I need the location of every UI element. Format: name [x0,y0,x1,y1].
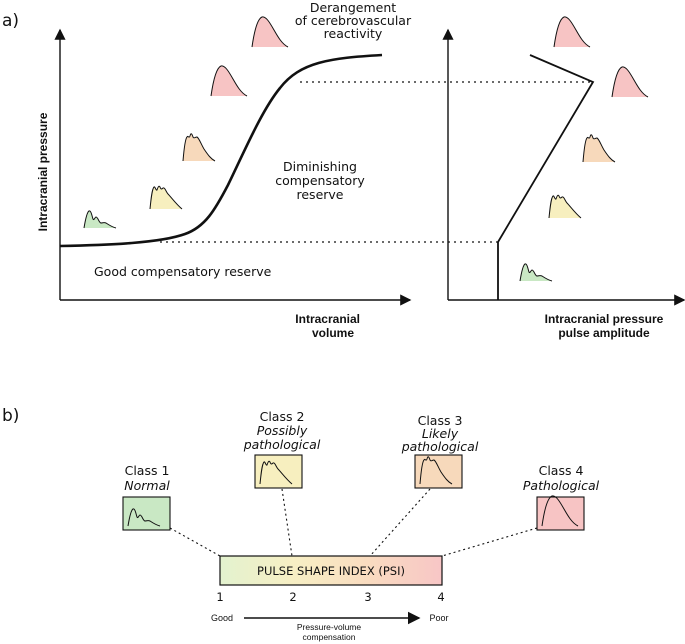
class3-name: Class 3 [418,413,463,428]
derangement-line3: reactivity [324,26,383,41]
class4-desc: Pathological [523,478,600,493]
compensation-line1: Pressure-volume [297,622,362,632]
compensation-line2: compensation [303,632,356,642]
class4-name: Class 4 [539,463,584,478]
class4-connector [441,527,538,557]
class2-name: Class 2 [260,409,305,424]
good-label: Good [211,613,233,623]
diminishing-line1: Diminishing [283,159,357,174]
good-reserve-label: Good compensatory reserve [94,264,272,279]
waveform-class1-left [83,210,117,229]
class1-connector [169,527,221,557]
pressure-volume-curve [59,53,383,248]
class3-box [414,454,463,489]
waveform-class4-left-lower [210,65,248,97]
psi-bar [219,555,443,586]
panel-b-label: b) [2,406,19,426]
class3-connector [369,488,431,557]
waveform-class2-right [548,194,582,219]
waveform-class3-right [582,134,616,163]
class1-box [122,496,171,531]
right-x-label-line1: Intracranial pressure [545,312,664,326]
psi-label: PULSE SHAPE INDEX (PSI) [257,564,405,578]
psi-tick-1: 1 [216,590,223,604]
poor-label: Poor [429,613,448,623]
waveform-class4-left-upper [251,16,289,48]
y-axis-label: Intracranial pressure [36,112,50,231]
psi-tick-2: 2 [289,590,296,604]
psi-tick-4: 4 [437,590,444,604]
psi-tick-3: 3 [364,590,371,604]
class1-desc: Normal [124,478,170,493]
x-axis-label-line2: volume [312,326,354,340]
waveform-class2-left [149,185,183,210]
derangement-line2: of cerebrovascular [295,13,412,28]
class3-desc-line1: Likely [422,426,459,441]
x-axis-label-line1: Intracranial [295,312,360,326]
class2-desc-line2: pathological [243,437,321,452]
class1-name: Class 1 [125,463,170,478]
right-x-label-line2: pulse amplitude [558,326,650,340]
class3-desc-line2: pathological [401,439,479,454]
waveform-class4-right-lower [611,66,649,98]
class2-connector [281,488,293,557]
derangement-line1: Derangement [310,0,396,15]
panel-a-label: a) [2,11,19,31]
pulse-amplitude-line [497,54,595,300]
diminishing-line3: reserve [297,187,344,202]
class2-desc-line1: Possibly [257,423,308,438]
waveform-class4-right-upper [553,16,591,48]
waveform-class1-right [519,263,553,282]
waveform-class3-left [182,133,216,162]
class2-box [254,454,303,489]
diminishing-line2: compensatory [275,173,365,188]
